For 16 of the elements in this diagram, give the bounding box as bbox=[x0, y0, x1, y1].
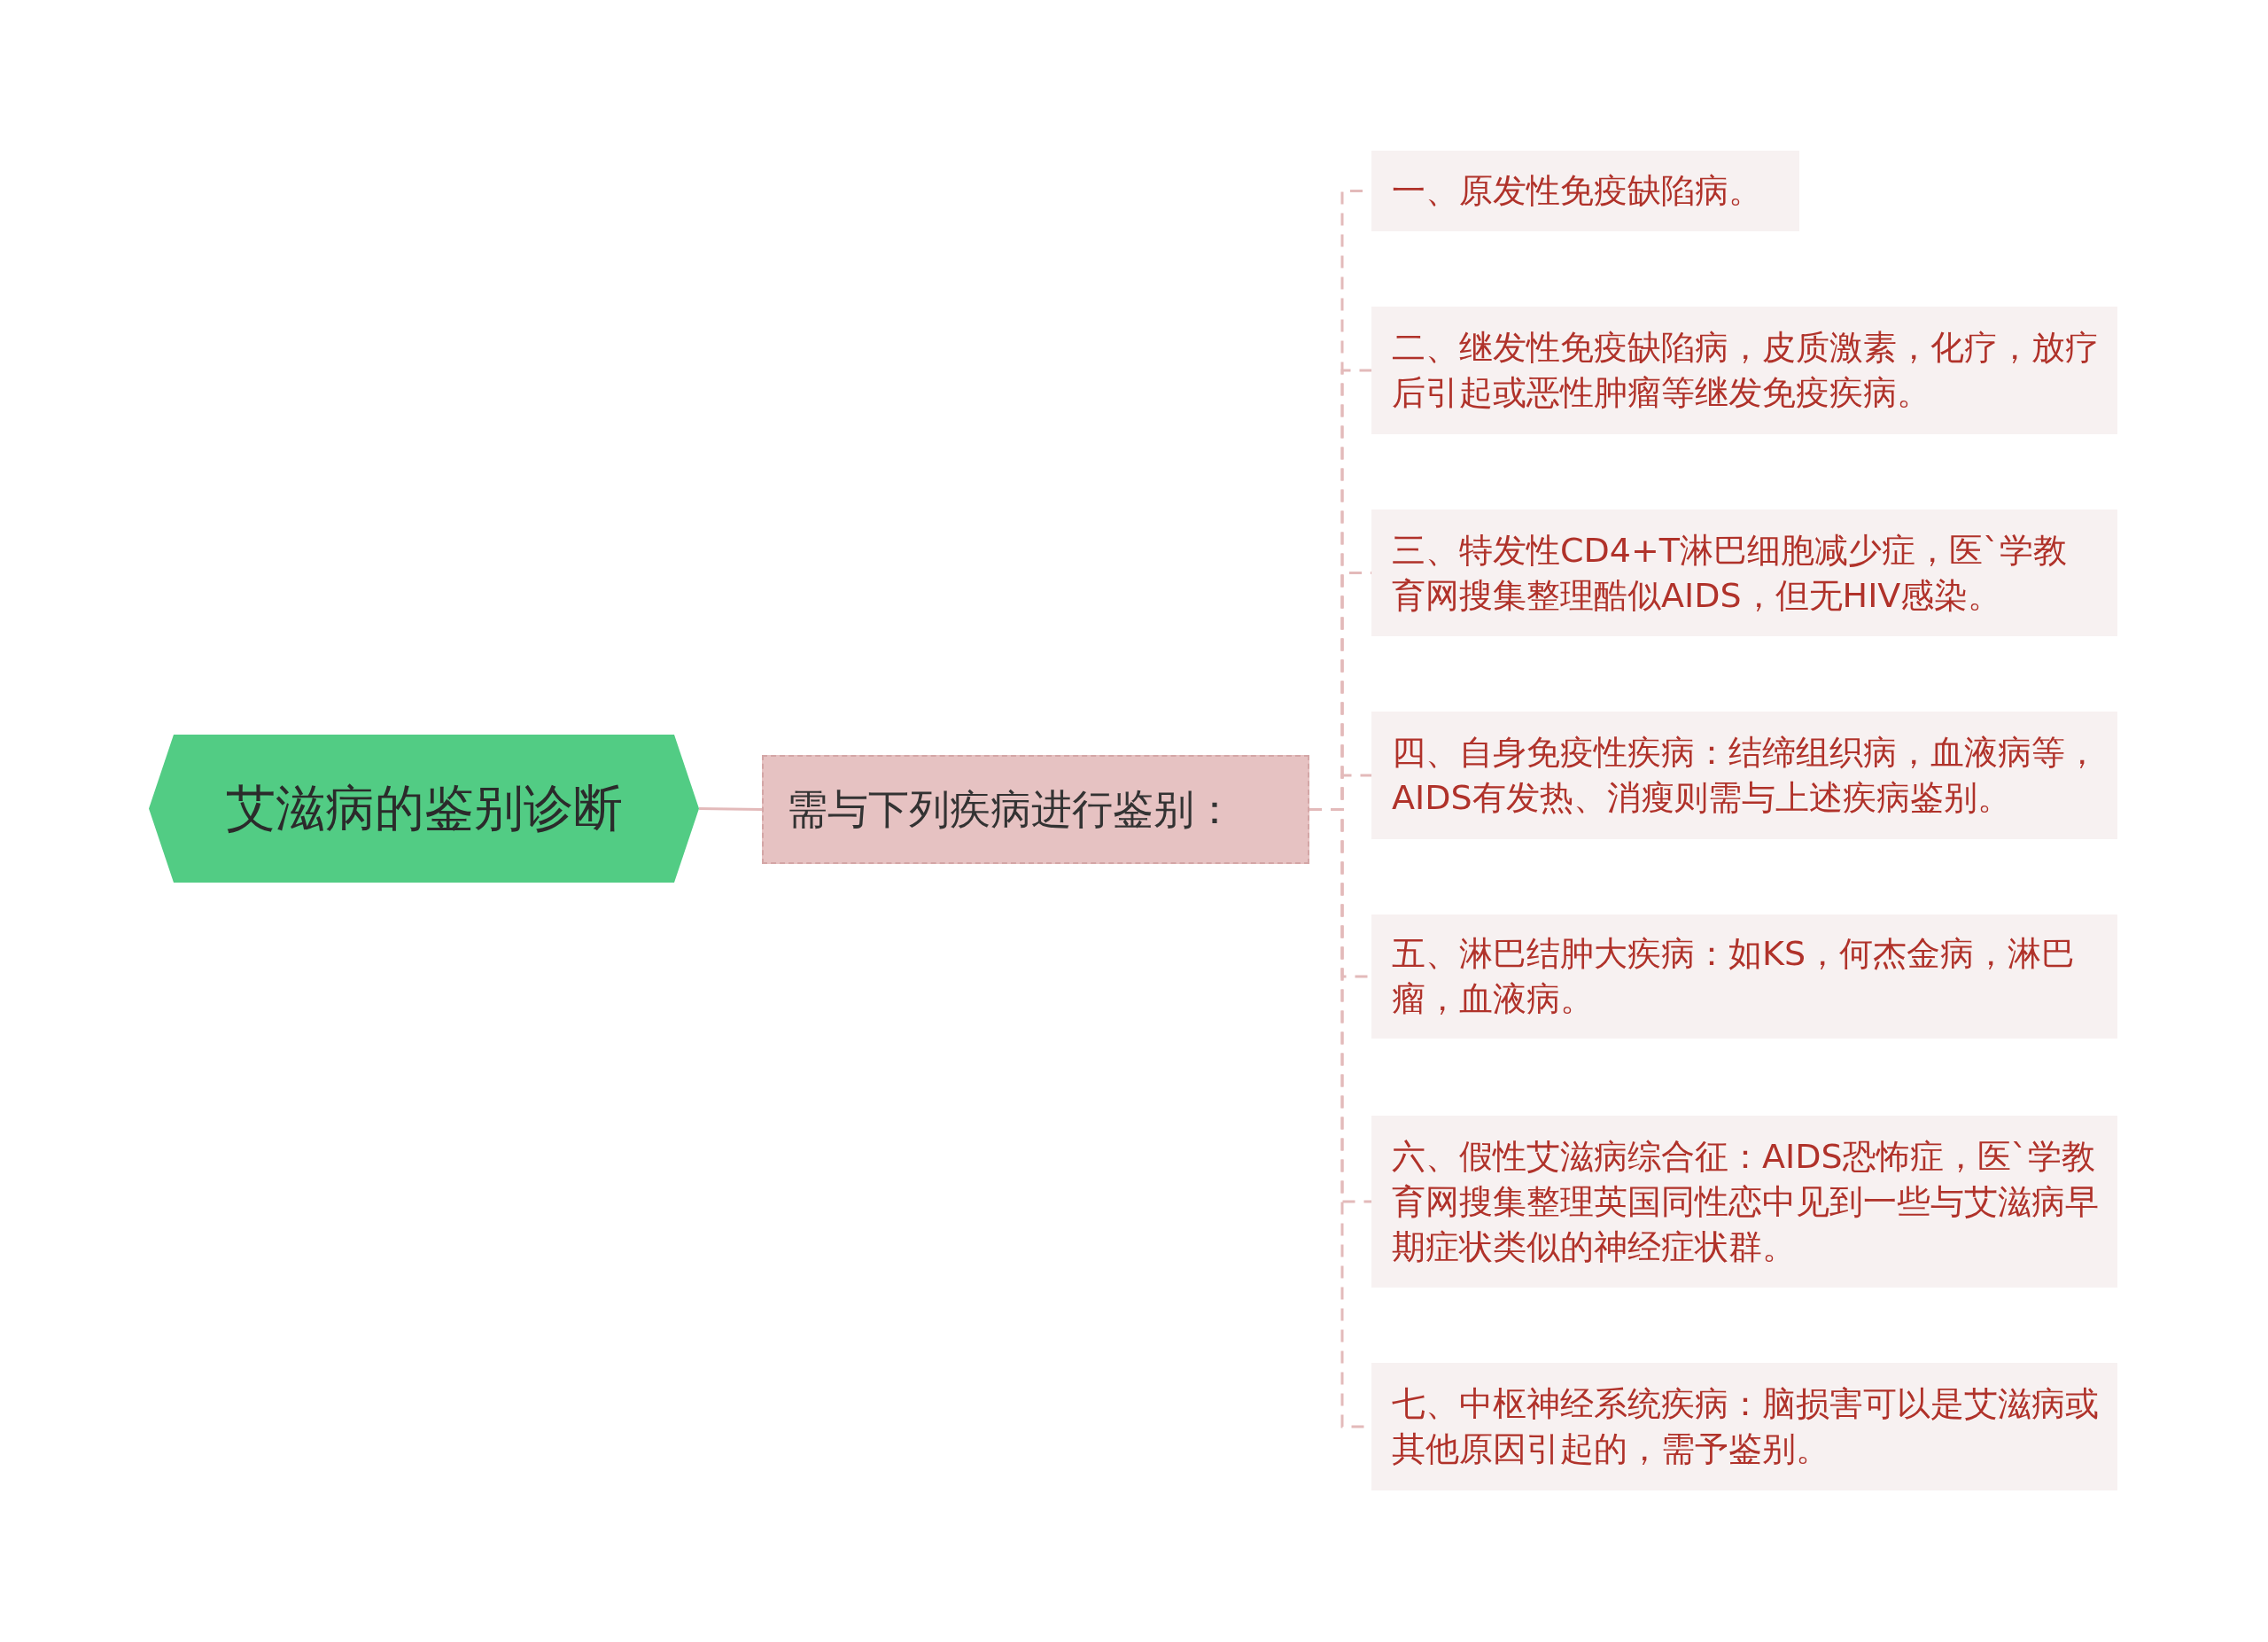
item-text: 四、自身免疫性疾病：结缔组织病，血液病等，AIDS有发热、消瘦则需与上述疾病鉴别。 bbox=[1392, 732, 2100, 819]
item-text: 二、继发性免疫缺陷病，皮质激素，化疗，放疗后引起或恶性肿瘤等继发免疫疾病。 bbox=[1392, 327, 2100, 414]
subtopic-box bbox=[762, 755, 1309, 864]
subtopic-text: 需与下列疾病进行鉴别： bbox=[786, 783, 1235, 835]
item-box bbox=[1371, 712, 2117, 839]
item-text: 五、淋巴结肿大疾病：如KS，何杰金病，淋巴瘤，血液病。 bbox=[1392, 933, 2077, 1020]
topic-hexagon bbox=[149, 735, 699, 883]
connector-line bbox=[698, 807, 763, 811]
topic-text: 艾滋病的鉴别诊断 bbox=[224, 777, 624, 838]
item-text: 七、中枢神经系统疾病：脑损害可以是艾滋病或其他原因引起的，需予鉴别。 bbox=[1392, 1383, 2100, 1470]
item-text: 六、假性艾滋病综合征：AIDS恐怖症，医`学教育网搜集整理英国同性恋中见到一些与艾滋病早期症状类似的神经症状群。 bbox=[1392, 1135, 2100, 1268]
item-box bbox=[1371, 510, 2117, 636]
item-text: 三、特发性CD4+T淋巴细胞减少症，医`学教育网搜集整理酷似AIDS，但无HIV感染。 bbox=[1392, 529, 2069, 617]
item-box bbox=[1371, 307, 2117, 434]
item-box bbox=[1371, 1116, 2117, 1288]
item-text: 一、原发性免疫缺陷病。 bbox=[1392, 170, 1762, 212]
